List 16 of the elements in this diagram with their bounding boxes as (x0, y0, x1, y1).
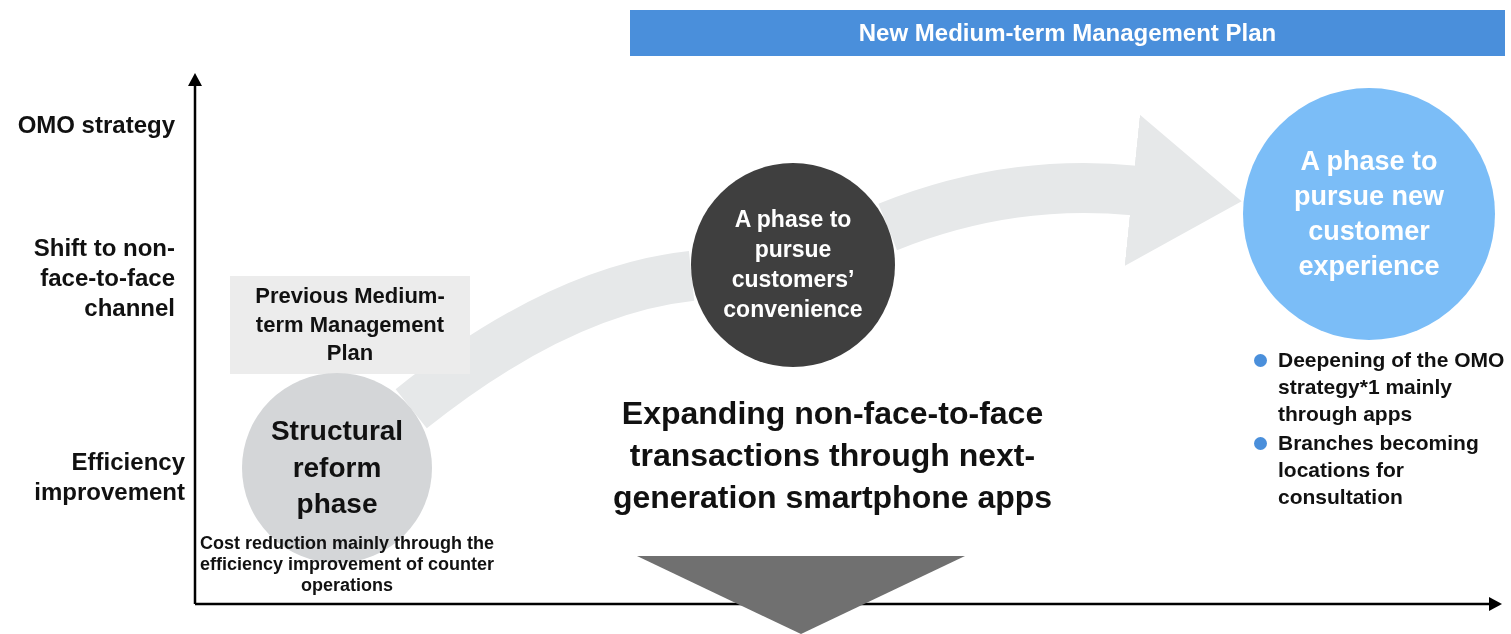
down-triangle (637, 556, 965, 634)
plan-banner (630, 10, 1505, 56)
bullet-text: Branches becoming locations for consultation (1278, 431, 1479, 508)
theme-text: Expanding non-face-to-face transactions through next-generation smartphone apps (611, 394, 1054, 517)
phase-caption: Cost reduction mainly through the efficiency improvement of counter operations (198, 533, 496, 596)
plan-box (230, 276, 470, 374)
phase-title: A phase to pursue new customer experience (1293, 144, 1445, 284)
phase-title: Structural reform phase (269, 414, 405, 522)
curved-arrow (878, 114, 1242, 267)
axis-label: Efficiency improvement (33, 447, 185, 507)
phase-title: A phase to pursue customers’ convenience (722, 205, 864, 324)
plan-title: Previous Medium-term Management Plan (254, 282, 446, 368)
plan-title: New Medium-term Management Plan (858, 18, 1277, 49)
axis-label: Shift to non-face-to-face channel (32, 233, 175, 323)
bullet-text: Deepening of the OMO strategy*1 mainly through apps (1278, 348, 1505, 425)
axis-label: OMO strategy (16, 110, 175, 140)
